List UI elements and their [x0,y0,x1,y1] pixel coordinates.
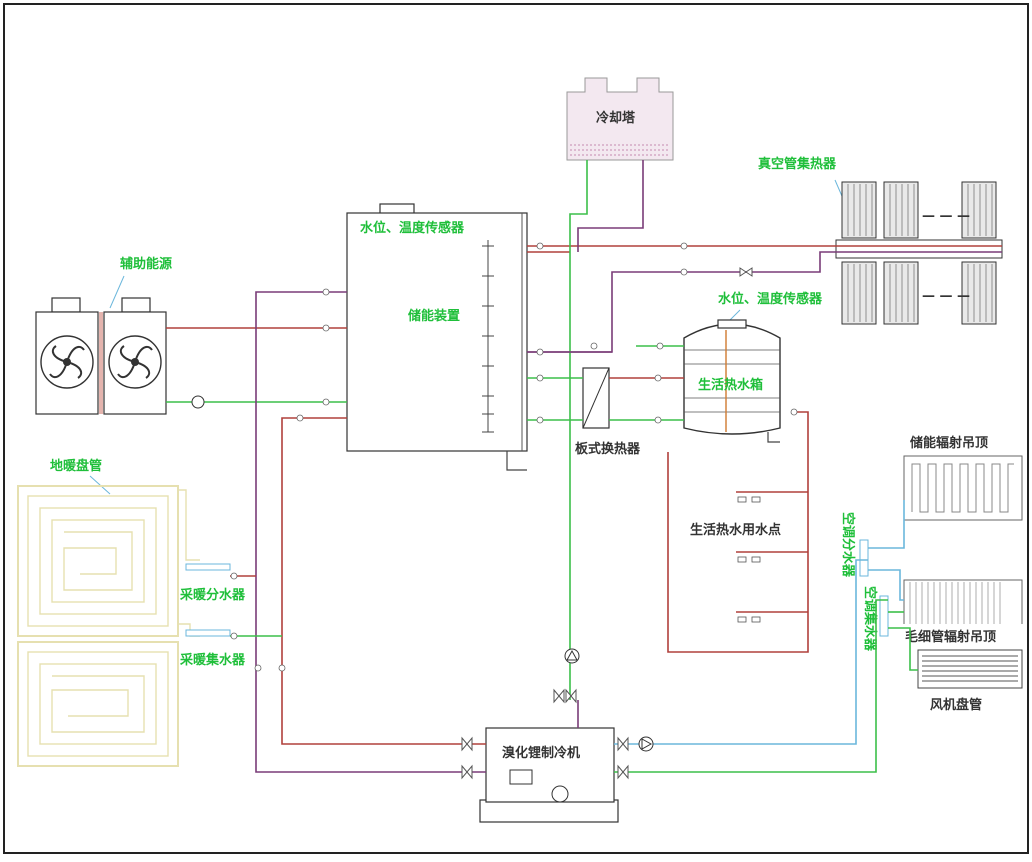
capillary-radiant-ceiling: 毛细管辐射吊顶 [902,579,1024,648]
ac-collector-label: 空调集水器 [862,586,878,652]
auxiliary-energy-unit: 辅助能源 [35,256,172,415]
radiant-ceiling-label: 储能辐射吊顶 [909,435,988,451]
ac-distributor-label: 空调分水器 [840,512,856,578]
dhw-points-label: 生活热水用水点 [690,522,781,538]
heating-collector-label: 采暖集水器 [179,652,246,668]
ac-collector: 空调集水器 [862,586,889,652]
domestic-hot-water-points: 生活热水用水点 [667,411,809,653]
pipe-cooling-tower-purple [577,160,644,252]
floor-heating-label: 地暖盘管 [50,458,102,474]
fan-icon [108,335,162,389]
fan-coil: 风机盘管 [917,649,1023,713]
domestic-hot-water-tank: 水位、温度传感器 生活热水箱 [683,291,823,443]
dhw-tank-label: 生活热水箱 [698,377,763,393]
tank-sensor-label: 水位、温度传感器 [718,291,823,307]
storage-device: 水位、温度传感器 储能装置 [346,203,528,471]
pipe-cooling-tower-green [569,160,588,700]
lithium-bromide-chiller: 溴化锂制冷机 [479,727,619,823]
level-sensor-probe [482,240,494,433]
storage-device-label: 储能装置 [407,308,460,324]
cooling-tower-label: 冷却塔 [596,110,636,126]
heating-collector: 采暖集水器 [179,629,246,668]
auxiliary-energy-label: 辅助能源 [120,256,172,272]
heating-distributor-label: 采暖分水器 [179,587,246,603]
pump-icon [191,395,654,752]
capillary-ceiling-label: 毛细管辐射吊顶 [905,629,996,645]
collector-more-bottom: — — — [922,289,970,304]
collector-label: 真空管集热器 [758,156,837,172]
vacuum-tube-collector: 真空管集热器 — — — — — — [758,156,1003,325]
collector-more-top: — — — [922,209,970,224]
valve-icon [461,267,753,780]
pipe-heating-supply [281,417,486,745]
ac-distributor: 空调分水器 [840,512,869,578]
radiant-ceiling-storage: 储能辐射吊顶 [903,435,1023,521]
fan-coil-label: 风机盘管 [930,697,982,713]
pipe-heating-return [255,291,486,773]
fan-icon [40,335,94,389]
heating-distributor: 采暖分水器 [179,563,246,603]
pipe-ac-supply [614,559,868,745]
thermometer-icon [230,242,798,672]
chiller-label: 溴化锂制冷机 [502,745,580,761]
cooling-tower: 冷却塔 [566,77,674,161]
plate-heat-exchanger-label: 板式换热器 [575,441,641,457]
storage-sensor-label: 水位、温度传感器 [360,220,465,236]
plate-heat-exchanger: 板式换热器 [575,367,641,457]
outer-frame [3,3,1029,854]
pipe-ac-return [614,599,888,773]
floor-heating-coil: 地暖盘管 [17,458,200,767]
